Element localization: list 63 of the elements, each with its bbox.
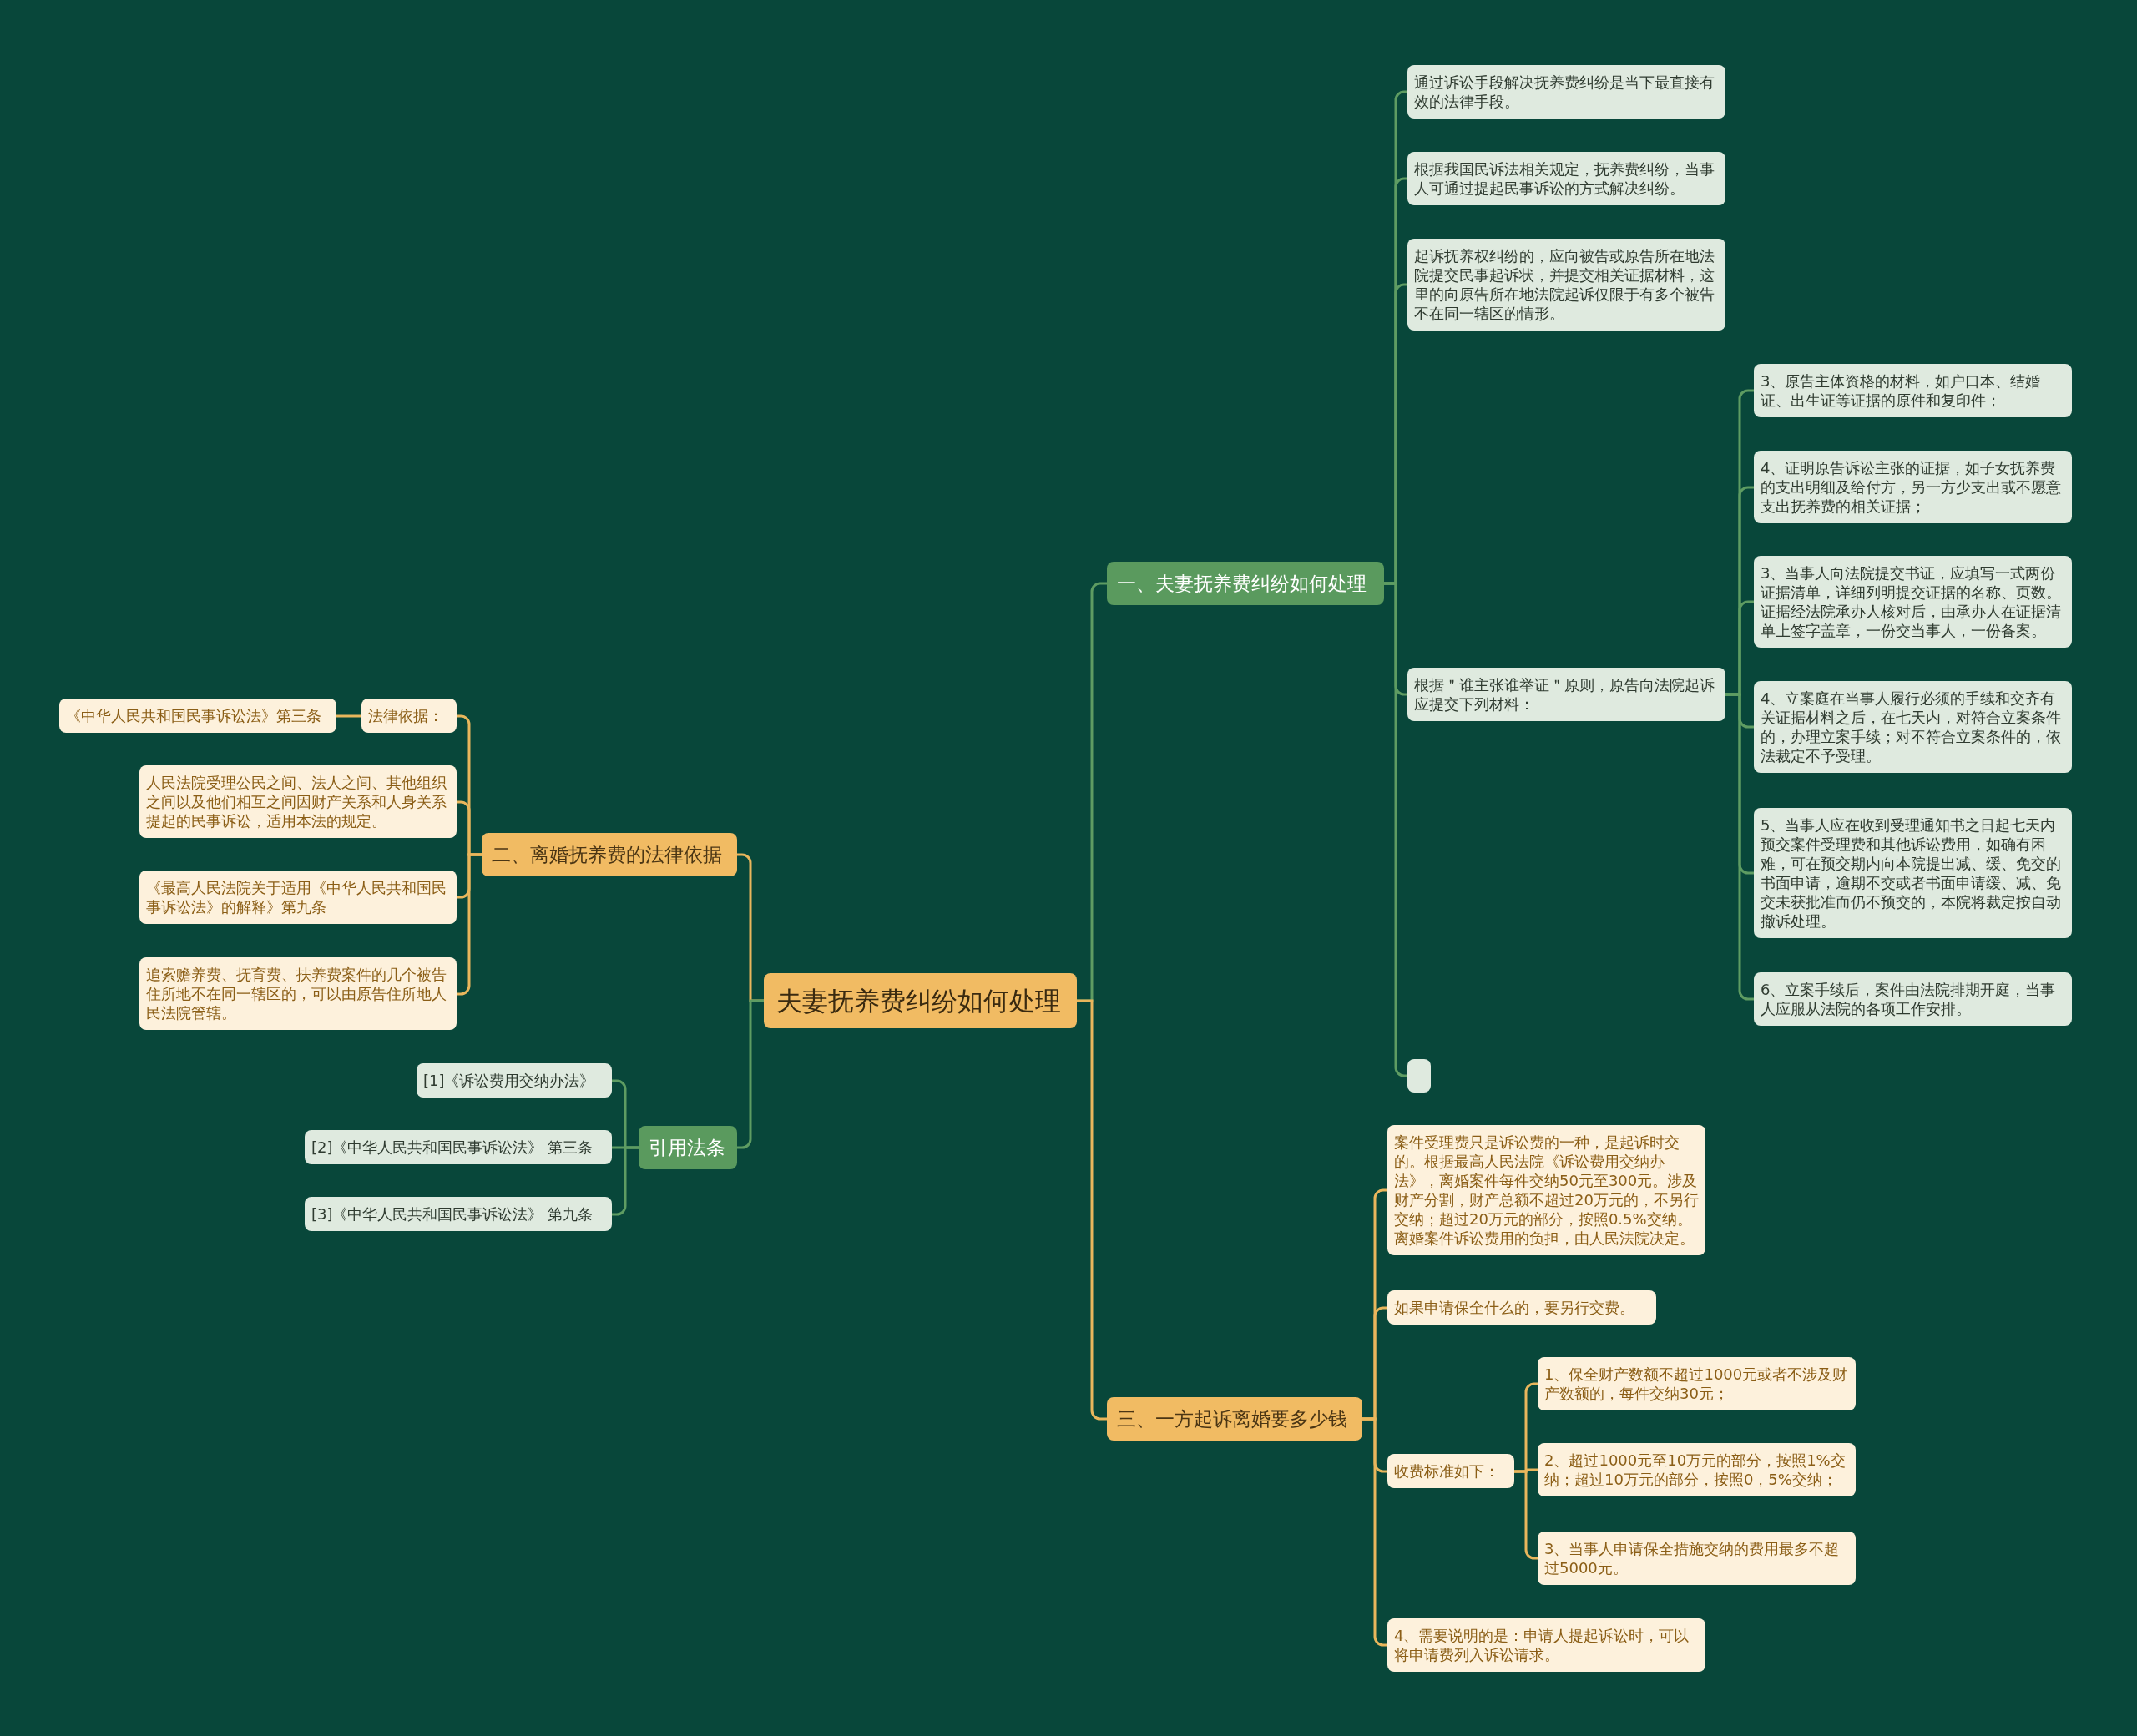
- topic-text: 追索赡养费、抚育费、扶养费案件的几个被告住所地不在同一辖区的，可以由原告住所地人民法院管辖。: [146, 965, 447, 1022]
- subtopic-card: [1754, 681, 2072, 773]
- subtopic-card: [417, 1063, 612, 1098]
- subtopic-card: [1407, 65, 1725, 119]
- topic-text: 起诉抚养权纠纷的，应向被告或原告所在地法院提交民事起诉状，并提交相关证据材料，这里的向原告所在地法院起诉仅限于有多个被告不在同一辖区的情形。: [1414, 246, 1715, 323]
- topic-text: 案件受理费只是诉讼费的一种，是起诉时交的。根据最高人民法院《诉讼费用交纳办法》，离婚案件每件交纳50元至300元。涉及财产分割，财产总额不超过20万元的，不另行交纳；超过20万元的部分，按照0.5%交纳。离婚案件诉讼费用的负担，由人民法院决定。: [1394, 1133, 1699, 1248]
- subtopic-card: [1538, 1443, 1856, 1496]
- topic-text: 2、超过1000元至10万元的部分，按照1%交纳；超过10万元的部分，按照0，5%交纳；: [1544, 1451, 1847, 1489]
- subtopic-card: [1387, 1454, 1514, 1488]
- topic-text: 根据＂谁主张谁举证＂原则，原告向法院起诉应提交下列材料：: [1414, 675, 1715, 714]
- topic-text: 3、当事人向法院提交书证，应填写一式两份证据清单，详细列明提交证据的名称、页数。证据经法院承办人核对后，由承办人在证据清单上签字盖章，一份交当事人，一份备案。: [1761, 563, 2062, 640]
- subtopic-card: [139, 871, 457, 924]
- subtopic-card: [59, 699, 336, 733]
- subtopic-card: [1407, 239, 1725, 331]
- subtopic-card: [305, 1197, 612, 1231]
- topic-text: 通过诉讼手段解决抚养费纠纷是当下最直接有效的法律手段。: [1414, 73, 1715, 111]
- subtopic-card: [139, 765, 457, 838]
- subtopic-card: [1387, 1125, 1705, 1255]
- topic-text: 收费标准如下：: [1394, 1461, 1500, 1481]
- subtopic-card: [1387, 1290, 1656, 1325]
- branch-topic: [1107, 562, 1384, 605]
- topic-text: 一、夫妻抚养费纠纷如何处理: [1117, 572, 1367, 596]
- subtopic-card: [1407, 668, 1725, 721]
- topic-text: 法律依据：: [368, 706, 444, 725]
- empty-topic-box: [1407, 1059, 1431, 1093]
- topic-text: 1、保全财产数额不超过1000元或者不涉及财产数额的，每件交纳30元；: [1544, 1365, 1849, 1403]
- topic-text: 根据我国民诉法相关规定，抚养费纠纷，当事人可通过提起民事诉讼的方式解决纠纷。: [1414, 159, 1715, 198]
- topic-text: 4、立案庭在当事人履行必须的手续和交齐有关证据材料之后，在七天内，对符合立案条件的，办理立案手续；对不符合立案条件的，依法裁定不予受理。: [1761, 689, 2062, 765]
- topic-text: 6、立案手续后，案件由法院排期开庭，当事人应服从法院的各项工作安排。: [1761, 980, 2057, 1018]
- connector-line: [336, 714, 361, 718]
- subtopic-card: [1407, 152, 1725, 205]
- subtopic-card: [139, 957, 457, 1030]
- subtopic-card: [1387, 1618, 1705, 1672]
- topic-text: 夫妻抚养费纠纷如何处理: [776, 985, 1062, 1017]
- subtopic-card: [1754, 808, 2072, 938]
- topic-text: 4、需要说明的是：申请人提起诉讼时，可以将申请费列入诉讼请求。: [1394, 1626, 1690, 1664]
- subtopic-card: [1754, 972, 2072, 1026]
- topic-text: 人民法院受理公民之间、法人之间、其他组织之间以及他们相互之间因财产关系和人身关系提起的民事诉讼，适用本法的规定。: [146, 773, 447, 830]
- topic-text: 3、当事人申请保全措施交纳的费用最多不超过5000元。: [1544, 1539, 1841, 1577]
- topic-text: 5、当事人应在收到受理通知书之日起七天内预交案件受理费和其他诉讼费用，如确有困难，可在预交期内向本院提出减、缓、免交的书面申请，逾期不交或者书面申请缓、减、免交未获批准而仍不预交的，本院将裁定按自动撤诉处理。: [1761, 815, 2062, 931]
- branch-topic: [1107, 1397, 1362, 1441]
- subtopic-card: [1538, 1357, 1856, 1410]
- topic-text: 《中华人民共和国民事诉讼法》第三条: [66, 706, 322, 725]
- subtopic-card: [305, 1130, 612, 1164]
- topic-text: [2]《中华人民共和国民事诉讼法》 第三条: [311, 1138, 594, 1157]
- subtopic-card: [1754, 364, 2072, 417]
- central-topic: [764, 973, 1077, 1028]
- topic-text: 4、证明原告诉讼主张的证据，如子女抚养费的支出明细及给付方，另一方少支出或不愿意支出抚养费的相关证据；: [1761, 458, 2062, 516]
- topic-text: 二、离婚抚养费的法律依据: [492, 843, 723, 867]
- branch-topic: [639, 1126, 737, 1169]
- subtopic-card: [1754, 556, 2072, 648]
- branch-topic: [482, 833, 737, 876]
- topic-text: 3、原告主体资格的材料，如户口本、结婚证、出生证等证据的原件和复印件；: [1761, 371, 2042, 410]
- topic-text: [1]《诉讼费用交纳办法》: [423, 1071, 596, 1090]
- topic-text: 三、一方起诉离婚要多少钱: [1117, 1407, 1348, 1431]
- subtopic-card: [1754, 451, 2072, 523]
- topic-text: 引用法条: [649, 1136, 726, 1160]
- topic-text: [3]《中华人民共和国民事诉讼法》 第九条: [311, 1204, 594, 1224]
- connector-line: [1725, 693, 1754, 1001]
- subtopic-card: [361, 699, 457, 733]
- topic-text: 如果申请保全什么的，要另行交费。: [1394, 1298, 1635, 1317]
- subtopic-card: [1538, 1532, 1856, 1585]
- topic-text: 《最高人民法院关于适用《中华人民共和国民事诉讼法》的解释》第九条: [146, 878, 447, 916]
